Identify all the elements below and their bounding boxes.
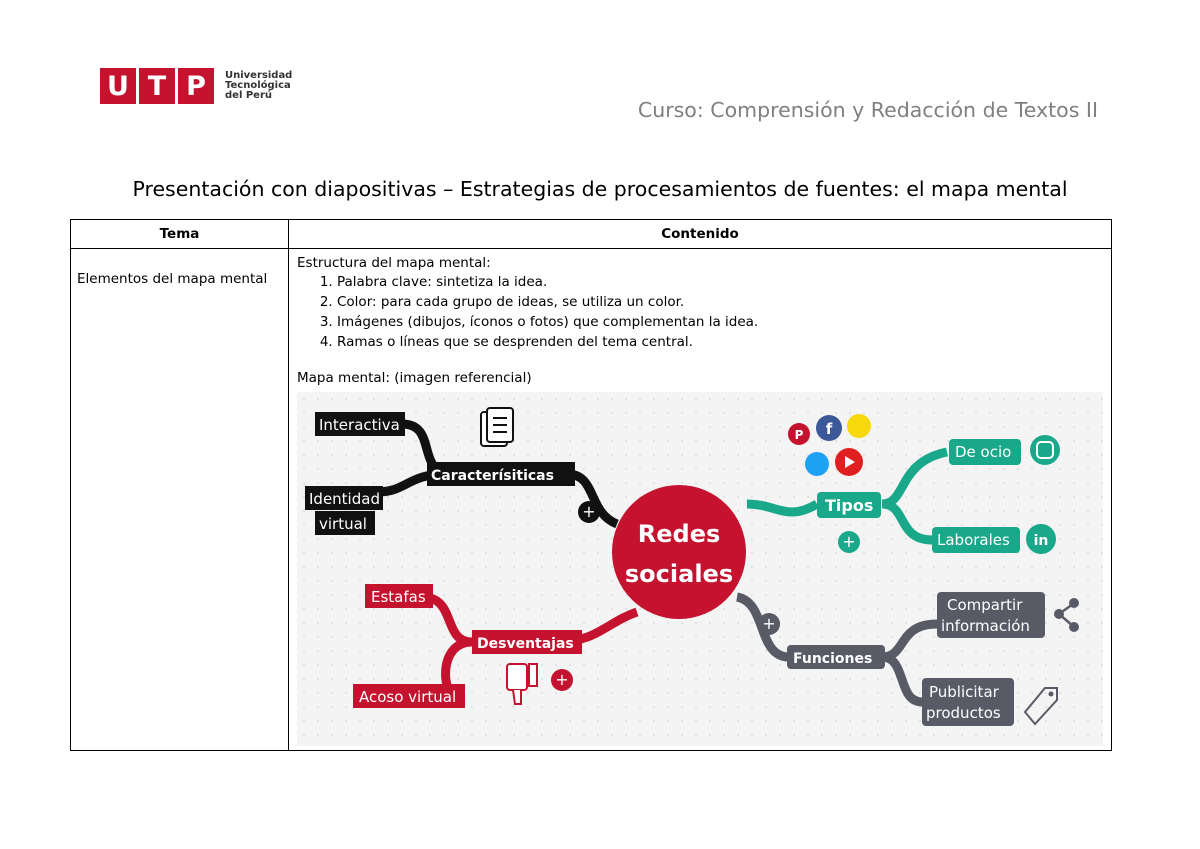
node-tipos (817, 492, 881, 518)
node-tipos-label: Tipos (825, 496, 873, 515)
node-identidad (305, 486, 383, 510)
instagram-icon (1030, 435, 1060, 465)
node-caracteristicas-label: Caracterísiticas (431, 468, 554, 484)
plus-icon (838, 531, 860, 553)
pinterest-icon (788, 423, 810, 445)
contenido-cell: Estructura del mapa mental: Palabra clav… (288, 248, 1112, 751)
plus-glyph: + (555, 670, 568, 689)
node-compartir-label-1: Compartir (947, 596, 1023, 614)
list-item: Imágenes (dibujos, íconos o fotos) que c… (337, 312, 1103, 332)
plus-glyph: + (762, 614, 775, 633)
pinterest-glyph: P (795, 428, 804, 442)
node-acoso-virtual-label: Acoso virtual (359, 688, 456, 706)
node-interactiva (315, 412, 405, 436)
list-item: Color: para cada grupo de ideas, se util… (337, 292, 1103, 312)
logo-name-line-3: del Perú (225, 90, 273, 101)
tag-icon (1023, 687, 1058, 726)
node-de-ocio-label: De ocio (955, 443, 1011, 461)
plus-icon (758, 613, 780, 635)
table-row: Elementos del mapa mental Estructura del… (70, 248, 1112, 751)
node-publicitar-label-1: Publicitar (929, 683, 1000, 701)
course-title: Curso: Comprensión y Redacción de Textos… (637, 98, 1098, 122)
header-tema: Tema (70, 219, 289, 249)
mindmap-label: Mapa mental: (imagen referencial) (297, 370, 532, 386)
node-estafas (365, 584, 433, 608)
checklist-icon (480, 407, 514, 447)
plus-icon (551, 669, 573, 691)
snapchat-icon (847, 414, 871, 438)
node-acoso-virtual (353, 684, 465, 708)
linkedin-glyph: in (1034, 533, 1049, 549)
node-laborales (932, 527, 1020, 553)
list-item: Palabra clave: sintetiza la idea. (337, 272, 1103, 292)
branch-tipos (746, 499, 820, 517)
utp-logo: U T P Universidad Tecnológica del Perú (100, 66, 292, 106)
node-interactiva-label: Interactiva (319, 416, 400, 434)
list-item: Ramas o líneas que se desprenden del tem… (337, 332, 1103, 352)
structure-list: Palabra clave: sintetiza la idea. Color:… (297, 272, 1103, 352)
plus-icon (578, 501, 600, 523)
logo-letter-u: U (100, 68, 136, 104)
logo-letter-t: T (139, 68, 175, 104)
share-icon (1054, 598, 1079, 632)
twitter-icon (805, 452, 829, 476)
node-laborales-label: Laborales (937, 531, 1010, 549)
logo-letter-p: P (178, 68, 214, 104)
branch-publicitar (881, 652, 923, 707)
facebook-icon (816, 415, 842, 441)
mindmap-image: Redes sociales Interactiva Identidad vir… (297, 392, 1103, 746)
logo-name-line-2: Tecnológica (225, 80, 291, 91)
node-compartir (937, 592, 1045, 638)
node-identidad-label: Identidad (309, 490, 380, 508)
node-compartir-label-2: información (941, 617, 1030, 635)
node-desventajas-label: Desventajas (477, 636, 574, 652)
header-contenido: Contenido (288, 219, 1112, 249)
branch-caracteristicas (566, 469, 620, 529)
thumbs-down-icon (506, 663, 538, 705)
plus-glyph: + (582, 502, 595, 521)
node-virtual-label: virtual (319, 515, 367, 533)
center-node (612, 485, 746, 619)
node-funciones (787, 645, 885, 669)
node-desventajas (472, 630, 582, 654)
logo-name-line-1: Universidad (225, 70, 293, 81)
node-estafas-label: Estafas (371, 588, 426, 606)
document-title: Presentación con diapositivas – Estrateg… (132, 177, 1068, 201)
plus-glyph: + (842, 532, 855, 551)
structure-title: Estructura del mapa mental: (297, 255, 491, 271)
node-funciones-label: Funciones (793, 651, 872, 667)
linkedin-icon (1026, 524, 1056, 554)
node-publicitar-label-2: productos (926, 704, 1001, 722)
tema-cell: Elementos del mapa mental (70, 248, 289, 751)
node-virtual (315, 511, 375, 535)
center-label-line-1: Redes (638, 520, 721, 548)
node-caracteristicas (427, 462, 575, 486)
youtube-play-glyph (845, 456, 855, 468)
facebook-glyph: f (826, 420, 833, 438)
node-de-ocio (949, 439, 1021, 465)
center-label-line-2: sociales (625, 560, 733, 588)
node-publicitar (922, 678, 1014, 726)
table-header-row: Tema Contenido (70, 219, 1112, 249)
instagram-glyph (1036, 441, 1054, 459)
logo-university-name: Universidad Tecnológica del Perú (225, 71, 292, 101)
branch-laborales (881, 499, 933, 545)
content-table: Tema Contenido Elementos del mapa mental… (70, 219, 1112, 751)
